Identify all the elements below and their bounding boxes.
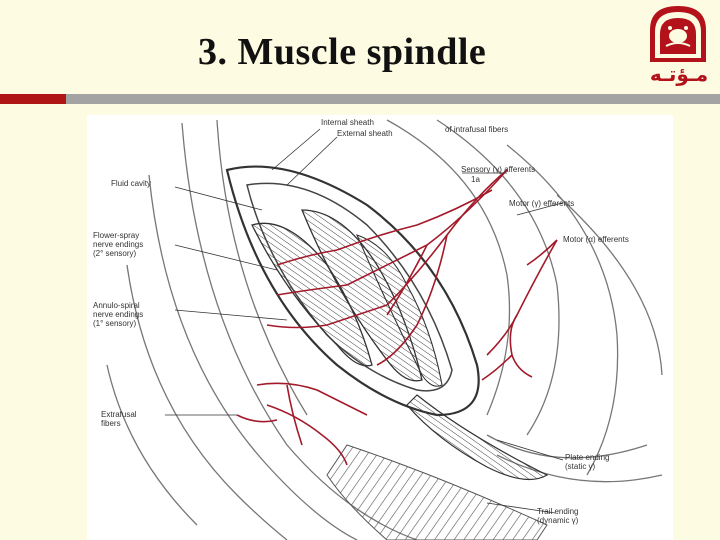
label-trail-ending: Trail ending (dynamic γ)	[537, 507, 579, 525]
label-plate-ending: Plate ending (static γ)	[565, 453, 610, 471]
nerve-endings	[236, 169, 558, 466]
label-sensory-gamma-sub: 1a	[471, 175, 480, 184]
label-fluid-cavity: Fluid cavity	[111, 179, 152, 188]
label-intrafusal: of intrafusal fibers	[445, 125, 509, 134]
slide-title: 3. Muscle spindle	[198, 31, 487, 73]
muscle-spindle-diagram: Internal sheath External sheath of intra…	[87, 115, 673, 540]
header-rule	[0, 94, 720, 104]
label-flower-spray: Flower-spray nerve endings (2° sensory)	[93, 231, 144, 258]
label-annulo-spiral: Annulo-spiral nerve endings (1° sensory)	[93, 301, 144, 328]
university-emblem-icon	[650, 6, 706, 62]
label-extrafusal: Extrafusal fibers	[101, 410, 137, 428]
label-external-sheath: External sheath	[337, 129, 393, 138]
label-motor-gamma: Motor (γ) efferents	[509, 199, 575, 208]
intrafusal-fiber-1	[251, 222, 373, 367]
logo-lettering: مـؤتـه	[649, 62, 709, 86]
header-rule-accent	[0, 94, 66, 104]
label-sensory-gamma: Sensory (γ) afferents	[461, 165, 536, 174]
label-motor-alpha: Motor (α) efferents	[563, 235, 629, 244]
label-internal-sheath: Internal sheath	[321, 118, 374, 127]
intrafusal-fiber-2	[301, 209, 423, 382]
